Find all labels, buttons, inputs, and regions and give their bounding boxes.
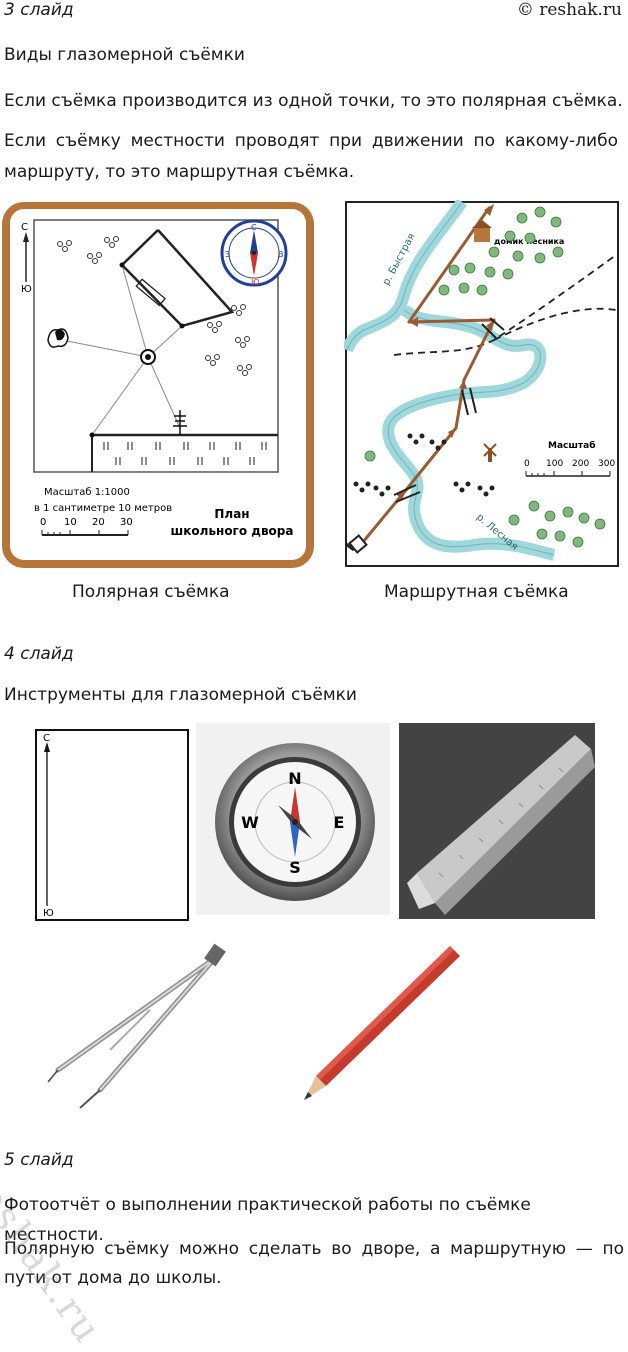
tablet-south: Ю	[43, 908, 54, 919]
polar-scale-tick: 30	[120, 517, 133, 528]
route-scale-tick: 200	[572, 459, 589, 469]
polar-scale-tick: 0	[40, 517, 46, 528]
slide3-para2-line2: маршруту, то это маршрутная съёмка.	[4, 162, 355, 182]
slide4-heading: Инструменты для глазомерной съёмки	[4, 685, 357, 705]
compass-west: З	[225, 250, 230, 259]
compass-south: Ю	[251, 278, 260, 287]
route-scale-tick: 100	[546, 459, 563, 469]
scale-ruler-photo	[399, 723, 595, 919]
polar-survey-plan: С Ю	[0, 200, 316, 570]
route-survey-map: р. Быстрая р. Лесная	[341, 198, 620, 568]
pencil-photo	[292, 940, 467, 1110]
route-scale-tick: 300	[598, 459, 615, 469]
polar-scale-tick: 10	[64, 517, 77, 528]
slide5-para2-line1: Полярную съёмку можно сделать во дворе, …	[4, 1239, 624, 1259]
north-label: С	[21, 222, 28, 233]
caption-route: Маршрутная съёмка	[384, 582, 569, 602]
plan-title-line1: План	[214, 507, 249, 521]
slide-number-4: 4 слайд	[4, 644, 74, 664]
south-label: Ю	[21, 284, 32, 295]
drawing-compass-photo	[40, 940, 230, 1115]
route-scale-tick: 0	[524, 459, 530, 469]
site-brand: © reshak.ru	[516, 0, 622, 20]
compass-north: С	[251, 223, 257, 232]
slide3-para1: Если съёмка производится из одной точки,…	[4, 91, 623, 111]
caption-polar: Полярная съёмка	[72, 582, 230, 602]
polar-scale-title: Масштаб 1:1000	[44, 487, 130, 498]
compass-photo-e: E	[334, 813, 345, 832]
route-scale-title: Масштаб	[548, 440, 596, 451]
slide3-para2-line1: Если съёмку местности проводят при движе…	[4, 131, 618, 151]
plan-title-line2: школьного двора	[171, 524, 294, 538]
slide3-heading: Виды глазомерной съёмки	[4, 45, 245, 65]
polar-scale-tick: 20	[92, 517, 105, 528]
polar-scale-sub: в 1 сантиметре 10 метров	[34, 503, 172, 514]
slide5-para1: Фотоотчёт о выполнении практической рабо…	[4, 1195, 531, 1245]
compass-photo: N S W E	[196, 723, 390, 915]
slide-number-3: 3 слайд	[4, 0, 74, 20]
slide5-para2-line2: пути от дома до школы.	[4, 1268, 222, 1288]
slide-number-5: 5 слайд	[4, 1150, 74, 1170]
compass-photo-s: S	[289, 858, 301, 877]
plane-table-sheet: С Ю	[34, 728, 192, 924]
compass-photo-n: N	[288, 769, 301, 788]
compass-east: В	[278, 250, 284, 259]
tablet-north: С	[43, 733, 50, 744]
compass-photo-w: W	[241, 813, 259, 832]
